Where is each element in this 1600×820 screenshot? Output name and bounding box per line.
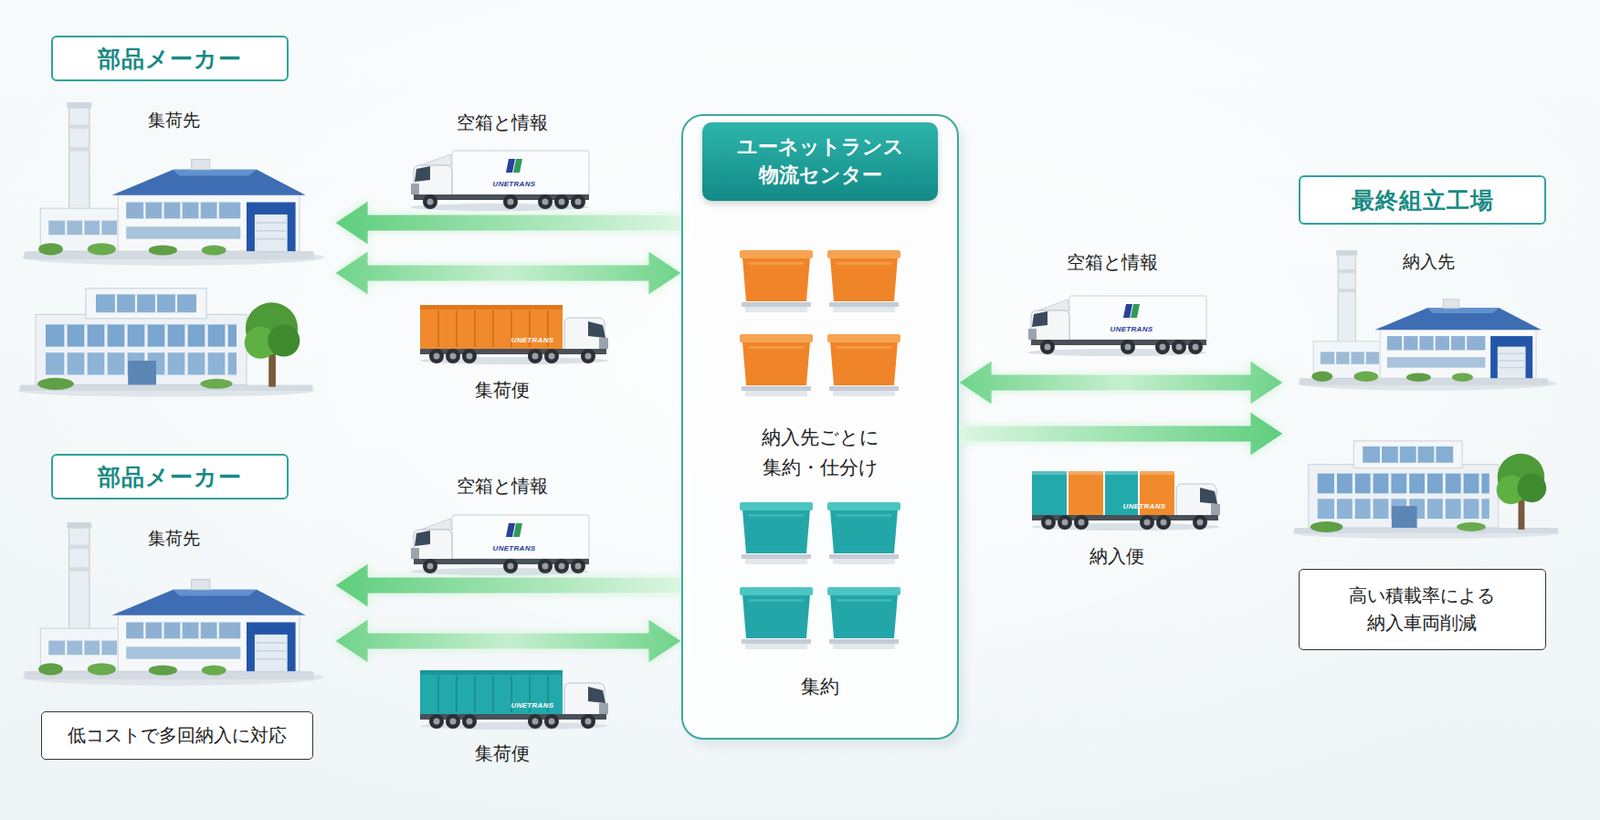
maker-label: 部品メーカー (51, 453, 289, 500)
arrow-glow (335, 619, 682, 664)
arrow-body (958, 411, 1284, 456)
teal-bin (827, 587, 901, 650)
plant-label: 最終組立工場 (1298, 175, 1547, 225)
factory-building (1297, 250, 1558, 391)
illustration-part (1031, 471, 1067, 516)
illustration-part (420, 305, 563, 349)
factory-building (21, 102, 325, 266)
orange-bin (739, 250, 813, 313)
maker-label: 部品メーカー (51, 35, 289, 82)
pickup-label: 集荷先 (118, 106, 229, 135)
factory-building (21, 522, 325, 686)
center-header: ユーネットランス 物流センター (702, 122, 938, 201)
orange-cargo-truck (420, 305, 609, 365)
note-box: 高い積載率による 納入車両削減 (1298, 568, 1547, 651)
illustration-part (1031, 484, 1221, 531)
white-truck (410, 150, 590, 211)
flow-arrow (335, 251, 682, 295)
flow-arrow (335, 563, 682, 608)
teal-bin (827, 502, 901, 565)
illustration-part (420, 670, 563, 715)
arrow-glow (958, 360, 1284, 405)
note-text: 高い積載率による 納入車両削減 (1308, 569, 1536, 649)
consolidate-text: 集約 (765, 671, 875, 703)
arrow-body (335, 563, 682, 608)
edge-label: 空箱と情報 (1066, 250, 1158, 275)
flow-arrow (958, 360, 1284, 405)
illustration-part (420, 670, 563, 675)
supplier-group: 部品メーカー集荷先 (15, 35, 336, 401)
assembly-plant-group: 最終組立工場納入先 (1283, 175, 1567, 559)
office-building (17, 288, 316, 398)
note-text: 低コストで多回納入に対応 (43, 712, 310, 758)
orange-bin (827, 250, 901, 313)
edge-label: 集荷便 (474, 741, 530, 767)
white-truck (1027, 295, 1207, 357)
orange-bin (827, 334, 901, 397)
supplier-group: 部品メーカー集荷先 (15, 453, 336, 683)
truck-brand-text: UNETRANS (1123, 502, 1167, 511)
arrow-glow (335, 251, 682, 295)
arrow-glow (335, 563, 682, 608)
teal-bin (739, 587, 813, 650)
logistics-center: ユーネットランス 物流センター納入先ごとに 集約・仕分け集約 (681, 114, 959, 740)
truck-brand-text: UNETRANS (493, 544, 537, 553)
arrow-body (335, 200, 682, 245)
note-box: 低コストで多回納入に対応 (41, 711, 314, 760)
edge-label: 集荷便 (474, 378, 530, 403)
flow-arrow (335, 200, 682, 245)
arrow-glow (335, 200, 682, 245)
teal-cargo-truck (420, 670, 609, 730)
arrow-body (335, 619, 682, 664)
flow-arrow (958, 411, 1284, 456)
orange-bin (739, 334, 813, 397)
edge-label: 空箱と情報 (456, 110, 548, 136)
illustration-part (420, 317, 609, 365)
truck-brand-text: UNETRANS (1110, 325, 1154, 334)
illustration-part (1068, 471, 1104, 516)
office-building (1292, 441, 1560, 539)
truck-brand-text: UNETRANS (493, 179, 537, 189)
teal-bin (739, 502, 813, 565)
illustration-part (420, 305, 563, 310)
sorting-text: 納入先ごとに 集約・仕分け (737, 420, 903, 486)
truck-brand-text: UNETRANS (511, 336, 555, 345)
mixed-cargo-truck (1031, 471, 1221, 531)
illustration-part (420, 683, 609, 730)
edge-label: 納入便 (1089, 544, 1145, 569)
delivery-label: 納入先 (1373, 248, 1484, 276)
panel-ground (681, 114, 959, 740)
truck-brand-text: UNETRANS (511, 701, 555, 710)
illustration-part (1031, 471, 1175, 475)
arrow-body (958, 360, 1284, 405)
pickup-label: 集荷先 (118, 525, 229, 553)
flow-arrow (335, 619, 682, 664)
arrow-body (335, 251, 682, 295)
white-truck (410, 515, 590, 576)
arrow-glow (958, 411, 1284, 456)
edge-label: 空箱と情報 (456, 473, 548, 499)
